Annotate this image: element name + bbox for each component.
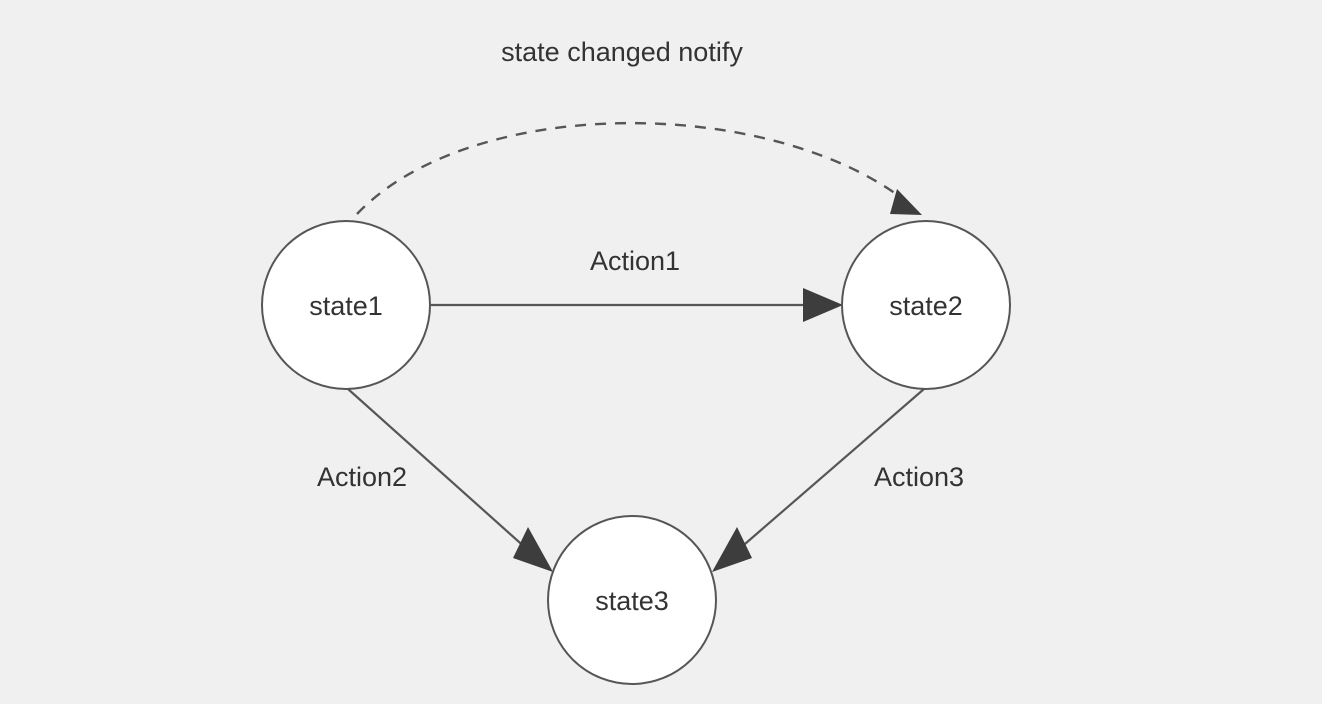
state1-circle <box>261 220 431 390</box>
action3-label: Action3 <box>874 462 964 492</box>
action3-arrowhead <box>712 527 752 572</box>
edge-state-changed-notify[interactable] <box>356 121 922 215</box>
node-state2[interactable]: state2 <box>841 220 1011 390</box>
action1-label: Action1 <box>590 246 680 276</box>
action1-arrowhead <box>803 288 843 322</box>
state2-label: state2 <box>889 291 963 321</box>
action3-line <box>737 388 925 551</box>
edge-action2[interactable] <box>347 388 553 572</box>
action2-line <box>347 388 529 551</box>
state3-label: state3 <box>595 586 669 616</box>
action2-label: Action2 <box>317 462 407 492</box>
action2-arrowhead <box>513 527 553 572</box>
edge-action3[interactable] <box>712 388 925 572</box>
state2-circle <box>841 220 1011 390</box>
state-changed-notify-arrowhead <box>890 189 922 215</box>
node-state3[interactable]: state3 <box>547 515 717 685</box>
state-changed-notify-label: state changed notify <box>501 37 743 67</box>
state3-circle <box>547 515 717 685</box>
edge-action1[interactable] <box>430 288 843 322</box>
state1-label: state1 <box>309 291 383 321</box>
node-state1[interactable]: state1 <box>261 220 431 390</box>
state-changed-notify-curve <box>356 121 900 215</box>
